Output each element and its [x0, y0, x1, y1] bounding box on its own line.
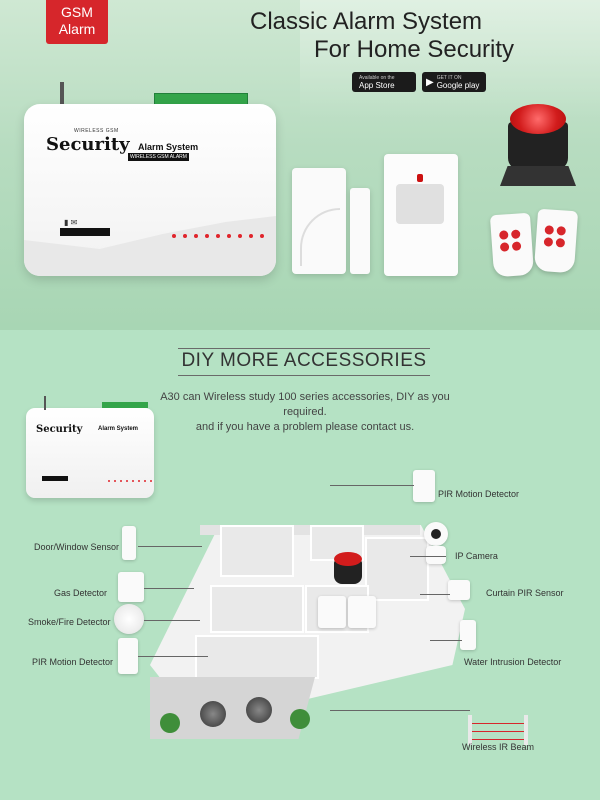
desc-line1: A30 can Wireless study 100 series access… — [160, 391, 450, 418]
ip-camera-icon — [424, 522, 448, 546]
label-pir-left: PIR Motion Detector — [32, 657, 114, 667]
led-row — [172, 234, 264, 238]
badge-line1: GSM — [61, 4, 93, 20]
desc-line2: and if you have a problem please contact… — [195, 421, 415, 433]
google-play-big: Google play — [436, 81, 480, 90]
leader-line — [410, 556, 446, 557]
label-pir-top: PIR Motion Detector — [438, 489, 520, 499]
app-store-big: App Store — [359, 81, 395, 90]
label-gas: Gas Detector — [54, 588, 108, 598]
background-room — [300, 0, 600, 120]
wireless-text: WIRELESS GSM — [74, 128, 119, 134]
title-divider-bottom — [178, 375, 430, 376]
gsm-alarm-badge: GSM Alarm — [46, 0, 108, 44]
smoke-detector-icon — [114, 604, 144, 634]
leader-line — [144, 588, 194, 589]
ip-camera-base — [426, 546, 446, 564]
label-water: Water Intrusion Detector — [464, 657, 562, 667]
small-brand-product: Alarm System — [98, 426, 139, 432]
leader-line — [330, 710, 470, 711]
alarm-panel-image: WIRELESS GSM Security Alarm System WIREL… — [24, 104, 276, 276]
google-play-small: GET IT ON — [436, 75, 462, 81]
ir-beam-icon — [468, 715, 528, 745]
siren-image — [500, 104, 576, 190]
remote-control-image — [489, 212, 535, 278]
panel-brand: WIRELESS GSM Security Alarm System WIREL… — [46, 128, 198, 161]
google-play-button[interactable]: ▶ GET IT ON Google play — [422, 72, 486, 92]
title-divider-top — [178, 348, 430, 349]
brand-product: Alarm System — [138, 142, 199, 152]
label-ip-camera: IP Camera — [455, 551, 498, 561]
headline-line2: For Home Security — [314, 36, 515, 63]
pir-detector-image — [384, 154, 458, 276]
remote-mini-icon — [348, 596, 376, 628]
leader-line — [330, 485, 414, 486]
label-curtain-pir: Curtain PIR Sensor — [486, 588, 564, 598]
app-store-small: Available on the — [359, 75, 395, 81]
antenna-icon — [60, 82, 64, 114]
label-door-window: Door/Window Sensor — [34, 542, 120, 552]
leader-line — [138, 656, 208, 657]
small-brand-security: Security — [36, 424, 83, 435]
leader-line — [420, 594, 450, 595]
label-ir-beam: Wireless IR Beam — [462, 742, 535, 752]
house-illustration — [150, 505, 465, 745]
door-window-icon — [122, 526, 136, 560]
headline-line1: Classic Alarm System — [250, 8, 483, 35]
label-smoke: Smoke/Fire Detector — [28, 617, 111, 627]
gas-detector-icon — [118, 572, 144, 602]
panel-wave — [24, 216, 276, 276]
water-detector-icon — [460, 620, 476, 650]
leader-line — [144, 620, 200, 621]
store-badges: Available on the App Store ▶ GET IT ON G… — [352, 72, 486, 92]
brand-security: Security — [46, 134, 130, 155]
section-title: DIY MORE ACCESSORIES — [181, 350, 427, 371]
remote-control-image — [533, 208, 579, 274]
door-magnet-image — [350, 188, 370, 274]
alarm-panel-small-image: Security Alarm System — [26, 396, 154, 498]
curtain-pir-icon — [448, 580, 470, 600]
pir-left-icon — [118, 638, 138, 674]
section-description: A30 can Wireless study 100 series access… — [140, 390, 470, 435]
badge-line2: Alarm — [58, 21, 96, 37]
brand-subline: WIRELESS GSM ALARM — [128, 153, 189, 161]
lcd-display — [60, 228, 110, 236]
pir-top-icon — [413, 470, 435, 502]
mini-siren-icon — [330, 552, 366, 588]
hero-headline: Classic Alarm System For Home Security — [250, 8, 570, 64]
signal-icon: ▮ ✉ — [64, 218, 78, 227]
google-play-icon: ▶ — [426, 76, 434, 88]
leader-line — [138, 546, 202, 547]
remote-mini-icon — [318, 596, 346, 628]
app-store-button[interactable]: Available on the App Store — [352, 72, 416, 92]
door-sensor-image — [292, 168, 346, 274]
leader-line — [430, 640, 462, 641]
